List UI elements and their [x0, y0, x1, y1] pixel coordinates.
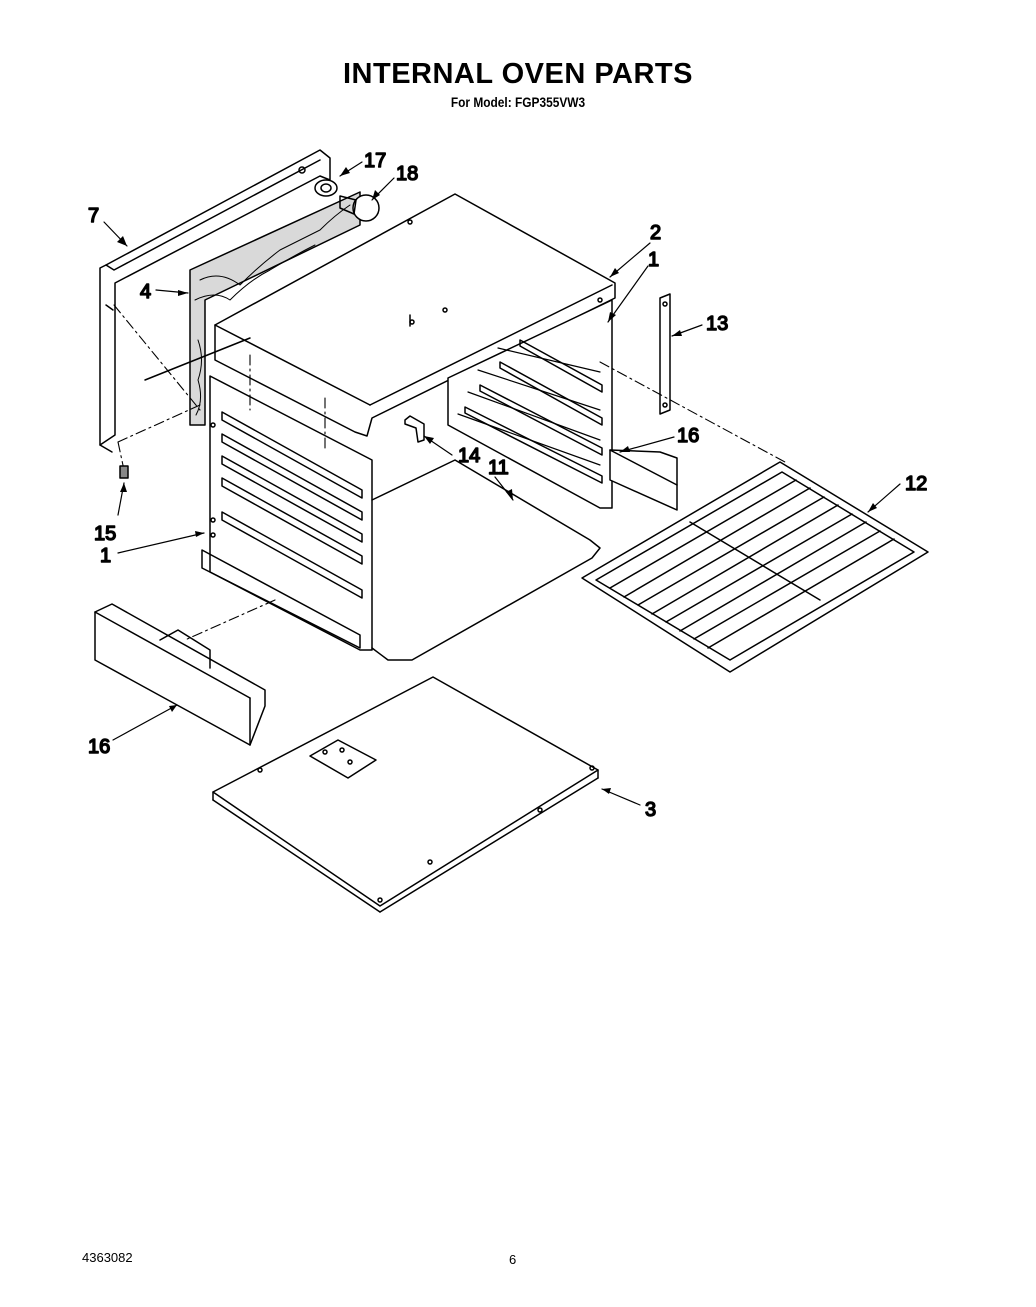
callout-12: 12	[905, 473, 927, 495]
callout-13: 13	[706, 313, 728, 335]
callout-18: 18	[396, 163, 418, 185]
part-16-right-shield	[609, 449, 678, 511]
part-3-bottom-plate	[212, 676, 599, 913]
part-13-bracket	[659, 293, 671, 415]
model-subtitle: For Model: FGP355VW3	[450, 94, 586, 110]
callout-1-top: 1	[648, 249, 659, 271]
part-11-oven-bottom	[371, 459, 601, 661]
callout-3: 3	[645, 799, 656, 821]
callout-15: 15	[94, 523, 116, 545]
part-1-right-side-panel	[447, 299, 613, 509]
callout-14: 14	[458, 445, 480, 467]
part-1-left-side-panel	[144, 337, 373, 651]
part-18-light-bulb	[339, 194, 380, 222]
callout-2: 2	[650, 222, 661, 244]
part-16-left-shield	[94, 603, 266, 746]
leader-arrowheads	[117, 167, 877, 794]
part-14-clip	[404, 415, 425, 443]
page-number: 6	[509, 1252, 517, 1267]
callout-17: 17	[364, 150, 386, 172]
callout-7: 7	[88, 205, 99, 227]
part-15-screw	[119, 465, 129, 479]
alignment-lines	[113, 304, 786, 641]
callout-16-right: 16	[677, 425, 699, 447]
page-title: INTERNAL OVEN PARTS	[342, 58, 693, 90]
part-4-insulation	[189, 191, 361, 426]
callout-11: 11	[488, 457, 509, 479]
callout-4: 4	[140, 281, 151, 303]
part-12-oven-rack	[581, 461, 929, 673]
part-2-oven-top	[214, 193, 616, 437]
callout-16-left: 16	[88, 736, 110, 758]
part-7-front-frame	[99, 149, 331, 453]
document-number: 4363082	[82, 1250, 133, 1265]
callout-1-left: 1	[100, 545, 111, 567]
part-17-light-socket	[314, 179, 338, 197]
